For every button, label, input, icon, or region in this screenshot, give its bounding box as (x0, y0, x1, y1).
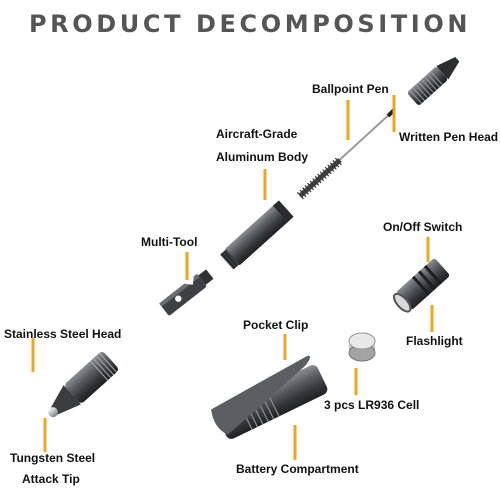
multi-tool-part (159, 269, 214, 316)
battery-compartment-part (211, 355, 328, 439)
written-pen-head-part (407, 57, 460, 105)
label-flashlight: Flashlight (406, 334, 463, 348)
label-battery-cell: 3 pcs LR936 Cell (324, 398, 420, 412)
label-written-pen-head: Written Pen Head (399, 130, 499, 144)
label-tip-line1: Tungsten Steel (10, 451, 96, 465)
leader-lines (31, 95, 434, 460)
flashlight-part (392, 258, 450, 313)
aluminum-body-part (220, 200, 294, 270)
steel-head-part (47, 351, 118, 418)
page-title: PRODUCT DECOMPOSITION (28, 10, 472, 38)
label-pocket-clip: Pocket Clip (243, 318, 309, 332)
label-multi-tool: Multi-Tool (141, 235, 198, 249)
label-body-line1: Aircraft-Grade (216, 127, 298, 141)
label-ballpoint-pen: Ballpoint Pen (312, 82, 389, 96)
label-stainless-steel-head: Stainless Steel Head (4, 327, 122, 341)
label-on-off-switch: On/Off Switch (383, 220, 463, 234)
label-tip-line2: Attack Tip (22, 472, 80, 486)
label-body-line2: Aluminum Body (216, 150, 308, 164)
label-battery-compartment: Battery Compartment (236, 462, 359, 476)
battery-cells-part (348, 332, 376, 362)
